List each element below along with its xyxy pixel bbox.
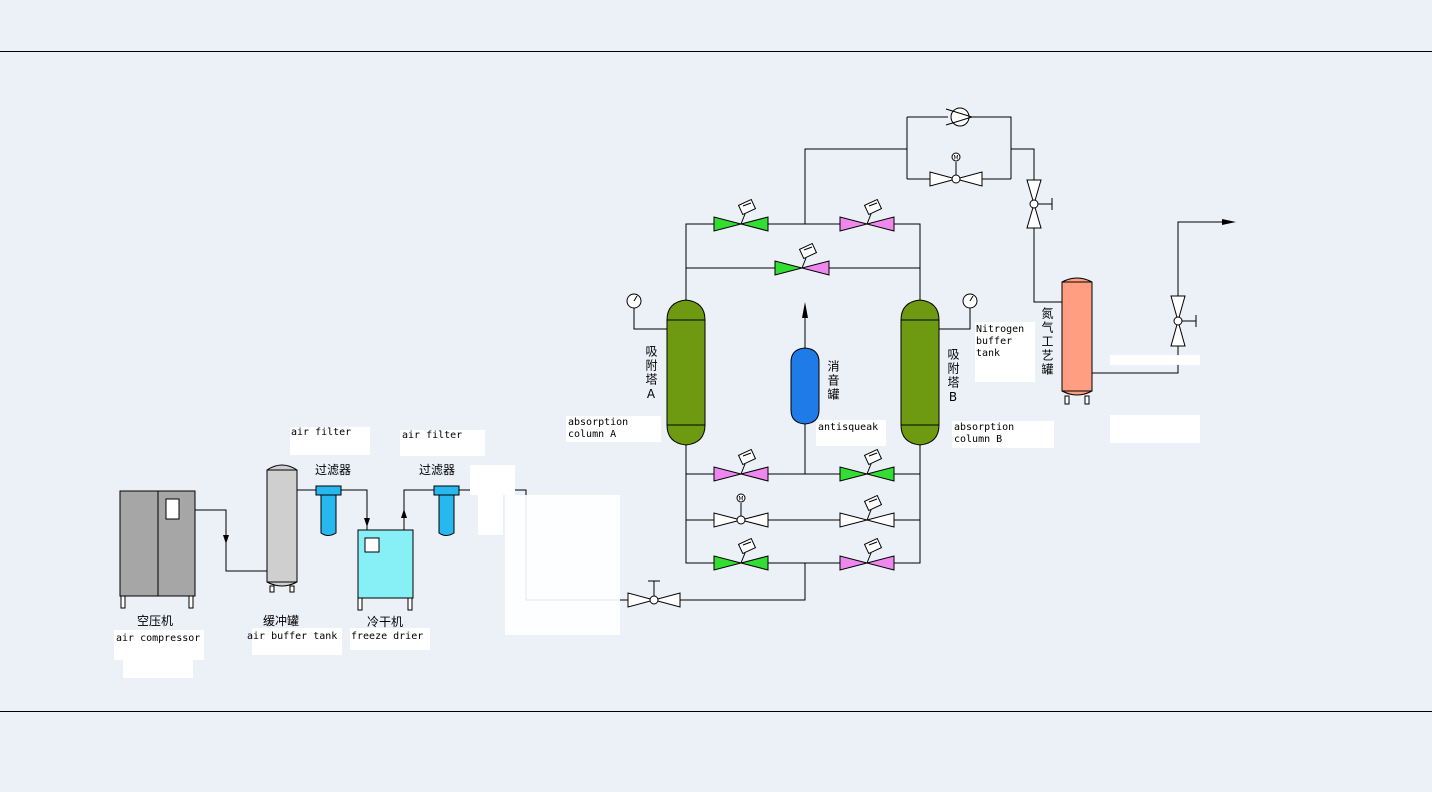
air-filter-2 xyxy=(433,485,460,536)
label-backing xyxy=(400,430,485,456)
svg-text:M: M xyxy=(738,496,743,503)
muffler-label-cn: 消音罐 xyxy=(826,360,840,402)
label-backing xyxy=(123,660,193,678)
nitrogen-tank-label-en-2: buffer xyxy=(976,336,1013,347)
nitrogen-tank-label-cn: 氮气工艺罐 xyxy=(1040,307,1054,377)
freeze-drier-label-cn: 冷干机 xyxy=(367,615,404,629)
pneumatic-valve-equalize-top xyxy=(774,243,830,276)
air-buffer-tank xyxy=(266,464,298,593)
column-a-label-cn: 吸附塔A xyxy=(644,345,658,403)
pneumatic-valve-inlet-b xyxy=(839,538,895,571)
pressure-gauge-a xyxy=(626,293,642,309)
pneumatic-valve-inlet-a xyxy=(713,538,769,571)
label-backing xyxy=(816,420,886,446)
absorption-column-a xyxy=(666,299,706,446)
label-backing xyxy=(952,421,1054,448)
column-b-label-cn: 吸附塔B xyxy=(946,348,960,406)
label-backing xyxy=(290,427,370,455)
freeze-drier xyxy=(357,529,414,611)
column-b-label-en-2: column B xyxy=(954,434,1003,445)
erased-area xyxy=(470,465,515,495)
pneumatic-valve-upper-b xyxy=(839,199,895,232)
absorption-column-b xyxy=(900,299,940,446)
label-backing xyxy=(975,322,1035,382)
pneumatic-valve-exhaust-b xyxy=(839,449,895,482)
air-filter-1 xyxy=(315,485,342,536)
pneumatic-valve-upper-a xyxy=(713,199,769,232)
air-compressor-label-cn: 空压机 xyxy=(137,614,174,628)
nitrogen-tank-label-en-3: tank xyxy=(976,348,1001,359)
column-b-label-en-1: absorption xyxy=(954,422,1015,433)
pneumatic-valve-equalize-bottom-b xyxy=(839,495,895,528)
svg-text:M: M xyxy=(953,155,958,162)
filter-2-label-en: air filter xyxy=(402,430,463,441)
nitrogen-buffer-tank xyxy=(1061,277,1093,405)
column-a-label-en-1: absorption xyxy=(568,417,629,428)
pressure-gauge-b xyxy=(962,293,978,309)
air-compressor-label-en: air compressor xyxy=(116,633,201,644)
buffer-tank-label-en: air buffer tank xyxy=(247,631,338,642)
buffer-tank-label-cn: 缓冲罐 xyxy=(263,614,300,628)
pneumatic-valve-exhaust-a xyxy=(713,449,769,482)
label-backing xyxy=(114,630,204,660)
nitrogen-tank-label-en-1: Nitrogen xyxy=(976,324,1025,335)
manual-valve-tank-inlet xyxy=(1026,179,1053,229)
freeze-drier-label-en: freeze drier xyxy=(351,631,424,642)
manual-valve-inlet xyxy=(627,580,681,608)
label-backing xyxy=(350,628,430,650)
label-backing xyxy=(566,416,661,442)
motorized-valve-bypass: M xyxy=(929,152,983,187)
flow-arrows xyxy=(223,219,1236,544)
filter-1-label-en: air filter xyxy=(291,427,352,438)
filter-2-label-cn: 过滤器 xyxy=(419,463,456,477)
erased-area xyxy=(478,495,503,535)
manual-valve-equalize-bottom: M xyxy=(713,493,769,528)
erased-area xyxy=(1110,355,1200,365)
label-backing xyxy=(252,628,342,655)
air-compressor xyxy=(119,490,196,609)
muffler-label-en: antisqueak xyxy=(818,422,879,433)
erased-area xyxy=(505,495,620,635)
check-valve xyxy=(945,107,974,127)
column-a-label-en-2: column A xyxy=(568,429,617,440)
erased-area xyxy=(1110,415,1200,443)
filter-1-label-cn: 过滤器 xyxy=(315,463,352,477)
antisqueak-muffler xyxy=(790,347,820,425)
manual-valve-tank-outlet xyxy=(1170,295,1197,347)
